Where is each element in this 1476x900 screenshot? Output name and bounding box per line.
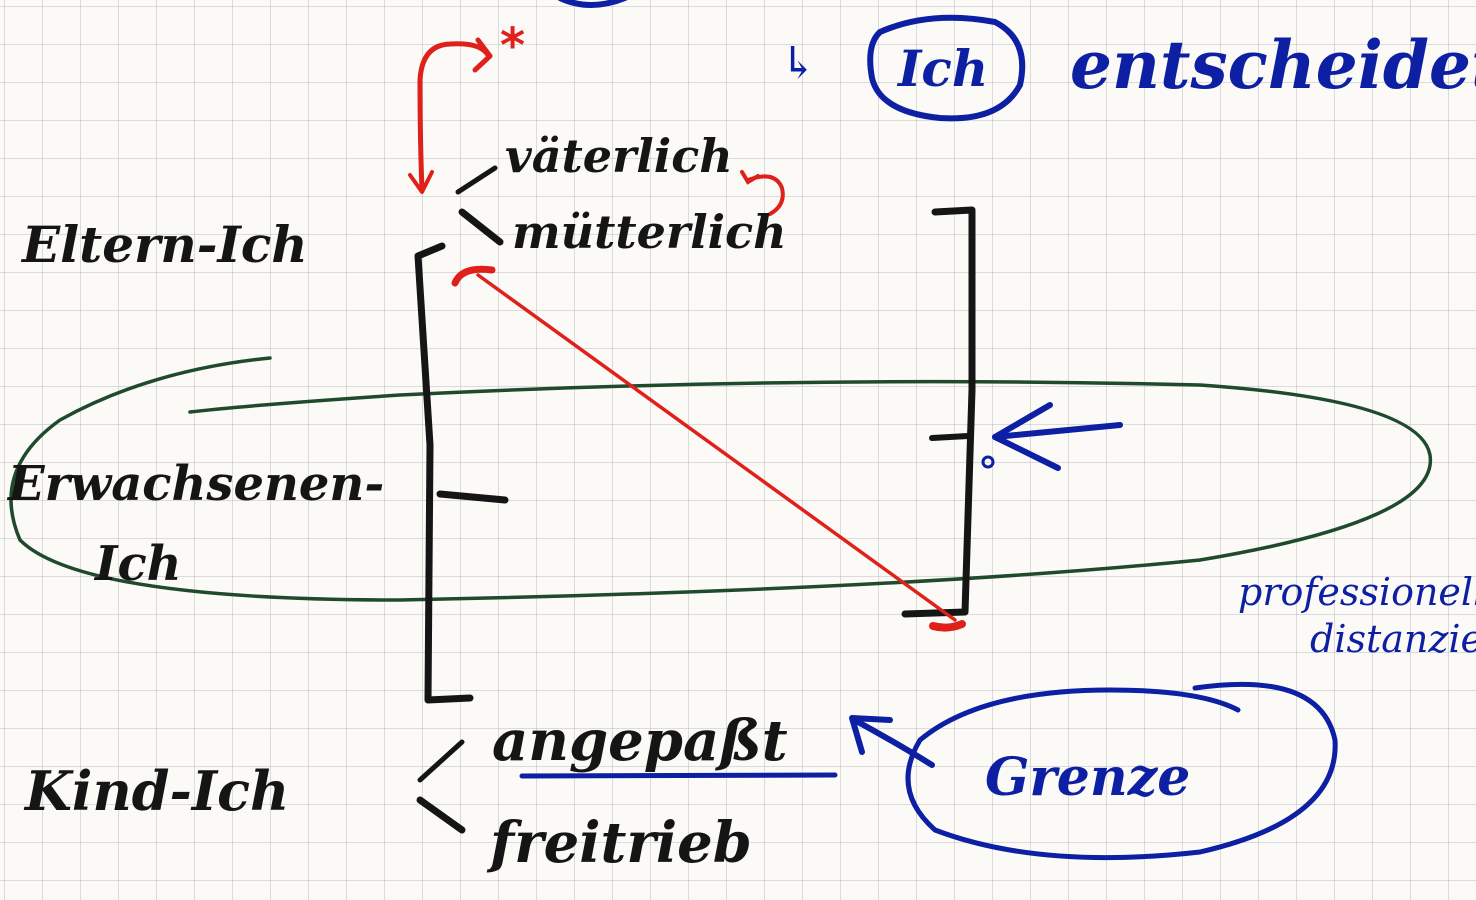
- blue-arrow-head: [992, 402, 1061, 471]
- header-arrow-glyph: ↳: [780, 38, 817, 89]
- angepasst-label: angepaßt: [492, 708, 788, 774]
- vaeterlich-label: väterlich: [505, 129, 733, 183]
- red-loop-arrowhead: [472, 37, 493, 73]
- ich-circle: [867, 14, 1026, 122]
- angepasst-underline: [519, 772, 838, 779]
- eltern-branch-upper: [455, 165, 498, 195]
- kind-branch-upper: [417, 739, 465, 783]
- freitrieb-label: freitrieb: [486, 810, 752, 876]
- red-top-hook: [451, 265, 496, 287]
- right-bracket: [901, 206, 976, 618]
- erwachsenen-label-line1: Erwachsenen-: [6, 456, 384, 512]
- red-loop-arrow: [417, 41, 491, 193]
- kind-branch-lower: [416, 796, 466, 834]
- professionell-label: professionell: [1238, 570, 1476, 614]
- kind-ich-label: Kind-Ich: [23, 759, 289, 823]
- green-ellipse: [9, 356, 1433, 602]
- red-curl-arrowhead: [740, 170, 760, 185]
- left-bracket: [414, 242, 474, 704]
- header-ich-label: Ich: [896, 39, 988, 98]
- eltern-branch-lower: [458, 208, 504, 246]
- right-bracket-mid-tick: [929, 433, 971, 441]
- distanziert-label: distanziert: [1310, 617, 1476, 661]
- eltern-ich-label: Eltern-Ich: [20, 215, 308, 274]
- erwachsenen-label-line2: Ich: [93, 536, 182, 592]
- red-diagonal-line: [476, 273, 957, 622]
- top-blue-arc: [557, 0, 628, 8]
- red-down-arrowhead: [408, 170, 434, 194]
- grenze-ellipse: [905, 681, 1338, 861]
- red-bottom-dot: [929, 620, 966, 632]
- grenze-arrow-head: [849, 715, 893, 755]
- blue-arrow-dot: [981, 455, 995, 469]
- red-curl-arrow: [746, 174, 785, 216]
- grenze-arrow-shaft: [855, 719, 935, 768]
- left-bracket-mid-tick: [436, 490, 509, 504]
- muetterlich-label: mütterlich: [512, 205, 787, 259]
- red-asterisk: *: [500, 18, 525, 74]
- header-entscheidet-label: entscheidet: [1070, 26, 1476, 104]
- blue-arrow-shaft: [992, 422, 1123, 440]
- grenze-label: Grenze: [985, 747, 1190, 808]
